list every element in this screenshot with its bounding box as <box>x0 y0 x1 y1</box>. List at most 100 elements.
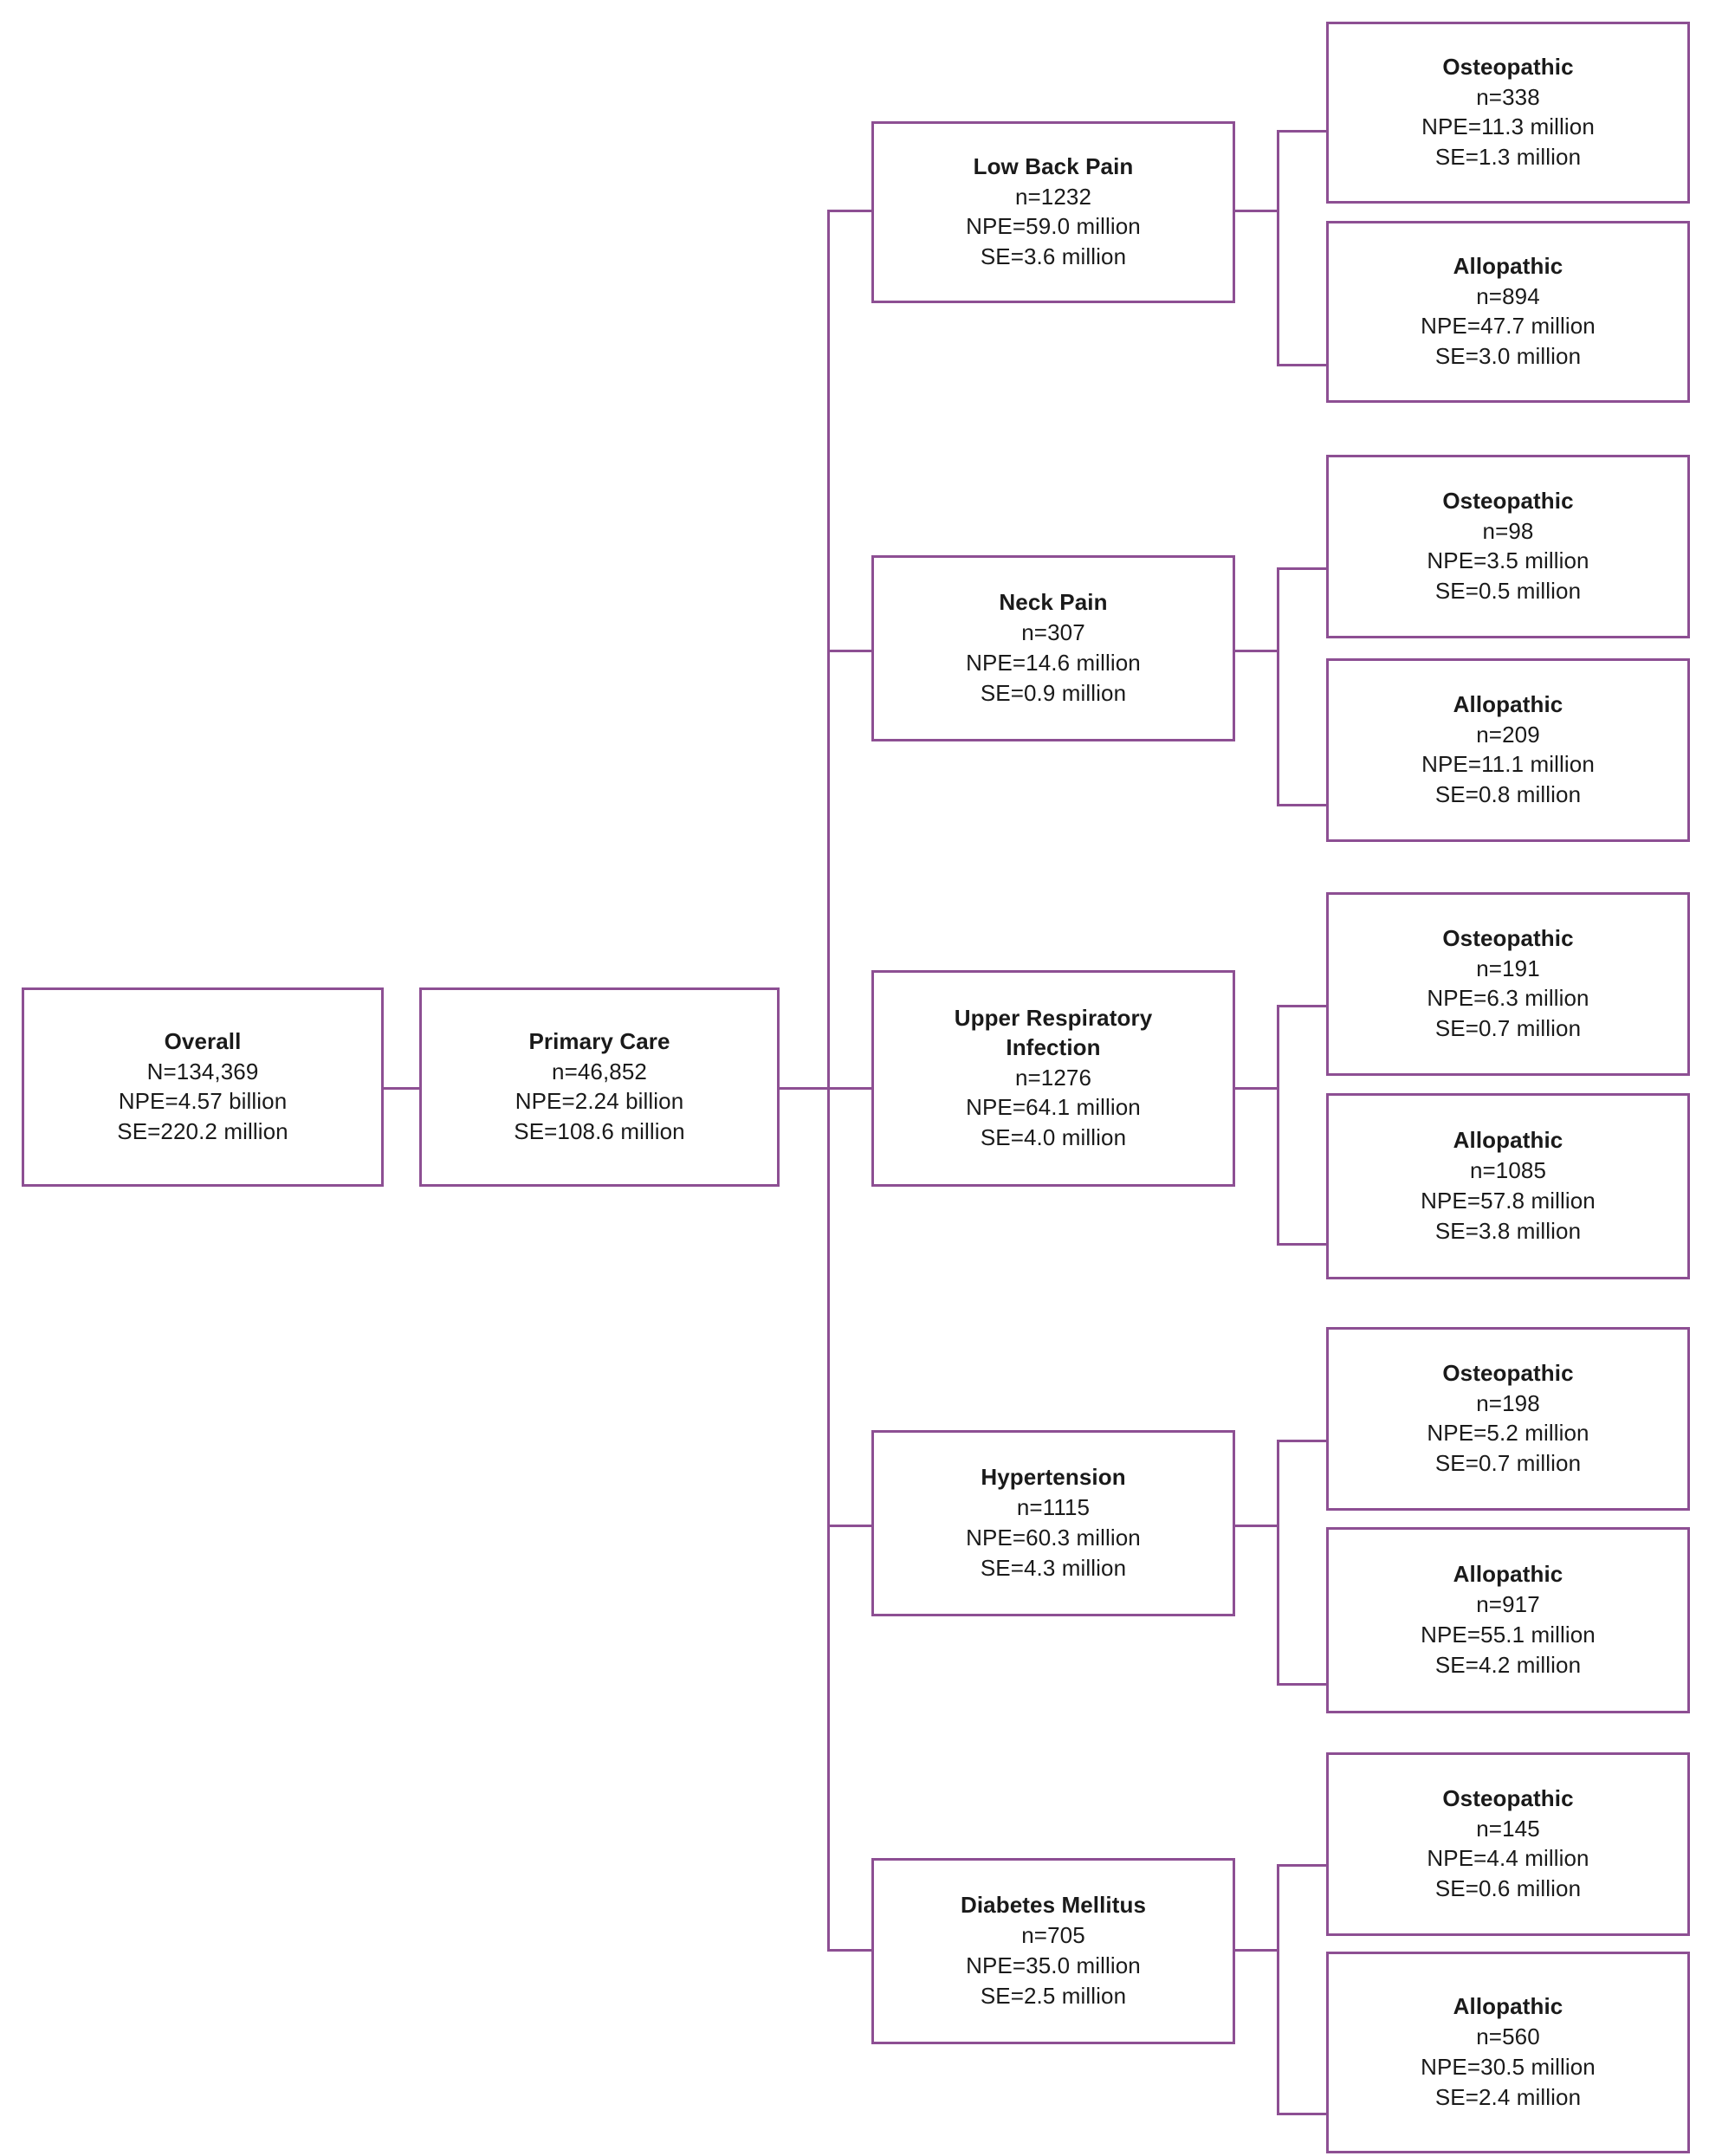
node-condition-3-allopathic-line3: SE=3.8 million <box>1434 1217 1582 1244</box>
node-condition-3-osteopathic-line3: SE=0.7 million <box>1434 1015 1582 1042</box>
connector-condition-4-to-allopathic <box>1277 1683 1327 1686</box>
node-condition-4-osteopathic-line2: NPE=5.2 million <box>1427 1420 1589 1447</box>
node-condition-3-line1: n=1276 <box>1014 1064 1092 1091</box>
connector-condition-2-out <box>1234 650 1279 652</box>
connector-trunk-to-condition-4 <box>827 1525 872 1527</box>
node-condition-4-title: Hypertension <box>981 1464 1126 1491</box>
node-primary-care[interactable]: Primary Care n=46,852 NPE=2.24 billion S… <box>419 987 780 1187</box>
node-condition-2-line3: SE=0.9 million <box>980 679 1127 706</box>
node-condition-3-allopathic-line1: n=1085 <box>1469 1157 1547 1184</box>
connector-trunk-vertical <box>827 210 830 1951</box>
node-condition-1-allopathic[interactable]: Allopathic n=894 NPE=47.7 million SE=3.0… <box>1326 221 1690 403</box>
node-condition-4-allopathic-line3: SE=4.2 million <box>1434 1651 1582 1678</box>
node-condition-4-allopathic-title: Allopathic <box>1453 1561 1563 1588</box>
node-condition-3-osteopathic-title: Osteopathic <box>1442 924 1574 951</box>
connector-trunk-to-condition-2 <box>827 650 872 652</box>
connector-trunk-to-condition-1 <box>827 210 872 212</box>
node-condition-1-line1: n=1232 <box>1014 183 1092 210</box>
node-condition-5-osteopathic[interactable]: Osteopathic n=145 NPE=4.4 million SE=0.6… <box>1326 1752 1690 1936</box>
node-condition-2-osteopathic-line3: SE=0.5 million <box>1434 578 1582 605</box>
node-condition-4-line2: NPE=60.3 million <box>966 1524 1141 1551</box>
node-condition-5-osteopathic-title: Osteopathic <box>1442 1784 1574 1811</box>
node-condition-1-allopathic-line2: NPE=47.7 million <box>1421 313 1596 340</box>
node-condition-5-osteopathic-line1: n=145 <box>1476 1815 1540 1842</box>
node-condition-4-allopathic[interactable]: Allopathic n=917 NPE=55.1 million SE=4.2… <box>1326 1527 1690 1713</box>
connector-condition-4-out <box>1234 1525 1279 1527</box>
node-condition-4-line1: n=1115 <box>1016 1494 1091 1521</box>
node-condition-5-title: Diabetes Mellitus <box>960 1892 1147 1919</box>
connector-condition-5-out <box>1234 1949 1279 1952</box>
node-condition-5-line1: n=705 <box>1021 1922 1085 1949</box>
node-condition-2-allopathic-line1: n=209 <box>1476 721 1540 748</box>
connector-condition-5-to-allopathic <box>1277 2113 1327 2115</box>
connector-condition-2-split <box>1277 567 1279 806</box>
node-condition-5-allopathic-line1: n=560 <box>1476 2023 1540 2050</box>
node-condition-1-line3: SE=3.6 million <box>980 243 1127 270</box>
connector-condition-5-to-osteopathic <box>1277 1864 1327 1867</box>
node-condition-5-line2: NPE=35.0 million <box>966 1952 1141 1978</box>
node-condition-1-title: Low Back Pain <box>973 152 1134 179</box>
node-primary-care-title: Primary Care <box>528 1027 670 1054</box>
node-condition-5-allopathic[interactable]: Allopathic n=560 NPE=30.5 million SE=2.4… <box>1326 1952 1690 2153</box>
node-primary-care-line3: SE=108.6 million <box>514 1118 685 1145</box>
node-condition-1-osteopathic-line1: n=338 <box>1476 83 1540 110</box>
node-condition-1-osteopathic-line3: SE=1.3 million <box>1434 144 1582 171</box>
connector-condition-1-split <box>1277 130 1279 366</box>
connector-condition-4-to-osteopathic <box>1277 1440 1327 1442</box>
node-condition-5-line3: SE=2.5 million <box>980 1982 1127 2009</box>
node-condition-2-line1: n=307 <box>1021 619 1085 646</box>
node-condition-1-line2: NPE=59.0 million <box>966 213 1141 240</box>
node-condition-1-osteopathic-title: Osteopathic <box>1442 53 1574 80</box>
node-condition-3-title: Upper Respiratory <box>954 1004 1153 1031</box>
node-condition-2-allopathic-title: Allopathic <box>1453 690 1563 717</box>
node-condition-5-allopathic-line3: SE=2.4 million <box>1434 2083 1582 2110</box>
connector-condition-4-split <box>1277 1440 1279 1686</box>
node-condition-2-title: Neck Pain <box>999 589 1108 616</box>
node-condition-4-osteopathic-line1: n=198 <box>1476 1389 1540 1416</box>
connector-condition-5-split <box>1277 1864 1279 2115</box>
node-condition-3-allopathic[interactable]: Allopathic n=1085 NPE=57.8 million SE=3.… <box>1326 1093 1690 1279</box>
connector-condition-3-to-allopathic <box>1277 1243 1327 1246</box>
node-condition-2-osteopathic-line1: n=98 <box>1482 517 1534 544</box>
node-condition-5-osteopathic-line3: SE=0.6 million <box>1434 1875 1582 1902</box>
node-condition-5-allopathic-title: Allopathic <box>1453 1993 1563 2020</box>
node-condition-3-allopathic-line2: NPE=57.8 million <box>1421 1187 1596 1214</box>
connector-condition-1-to-allopathic <box>1277 364 1327 366</box>
node-overall[interactable]: Overall N=134,369 NPE=4.57 billion SE=22… <box>22 987 384 1187</box>
connector-trunk-to-condition-3 <box>827 1087 872 1090</box>
node-condition-3-osteopathic-line2: NPE=6.3 million <box>1427 985 1589 1012</box>
node-overall-line1: N=134,369 <box>146 1058 259 1084</box>
node-condition-upper-respiratory-infection[interactable]: Upper Respiratory Infection n=1276 NPE=6… <box>871 970 1235 1187</box>
node-condition-2-line2: NPE=14.6 million <box>966 649 1141 676</box>
node-condition-2-osteopathic[interactable]: Osteopathic n=98 NPE=3.5 million SE=0.5 … <box>1326 455 1690 638</box>
node-condition-4-line3: SE=4.3 million <box>980 1554 1127 1581</box>
node-condition-4-osteopathic-line3: SE=0.7 million <box>1434 1450 1582 1477</box>
node-condition-1-osteopathic[interactable]: Osteopathic n=338 NPE=11.3 million SE=1.… <box>1326 22 1690 204</box>
node-overall-line2: NPE=4.57 billion <box>118 1088 288 1115</box>
node-condition-low-back-pain[interactable]: Low Back Pain n=1232 NPE=59.0 million SE… <box>871 121 1235 303</box>
node-overall-line3: SE=220.2 million <box>117 1118 288 1145</box>
node-primary-care-line2: NPE=2.24 billion <box>515 1088 684 1115</box>
connector-primary-care-to-trunk <box>777 1087 829 1090</box>
connector-condition-2-to-allopathic <box>1277 804 1327 806</box>
node-condition-2-allopathic[interactable]: Allopathic n=209 NPE=11.1 million SE=0.8… <box>1326 658 1690 842</box>
connector-trunk-to-condition-5 <box>827 1949 872 1952</box>
node-condition-3-title-2: Infection <box>1006 1033 1101 1060</box>
node-condition-4-osteopathic[interactable]: Osteopathic n=198 NPE=5.2 million SE=0.7… <box>1326 1327 1690 1511</box>
connector-overall-to-primary-care <box>381 1087 420 1090</box>
connector-condition-3-split <box>1277 1005 1279 1246</box>
node-overall-title: Overall <box>164 1027 242 1054</box>
node-condition-hypertension[interactable]: Hypertension n=1115 NPE=60.3 million SE=… <box>871 1430 1235 1616</box>
node-condition-5-osteopathic-line2: NPE=4.4 million <box>1427 1845 1589 1872</box>
node-condition-4-allopathic-line1: n=917 <box>1476 1591 1540 1618</box>
connector-condition-3-out <box>1234 1087 1279 1090</box>
node-condition-3-osteopathic[interactable]: Osteopathic n=191 NPE=6.3 million SE=0.7… <box>1326 892 1690 1076</box>
node-condition-3-osteopathic-line1: n=191 <box>1476 955 1540 981</box>
node-condition-5-allopathic-line2: NPE=30.5 million <box>1421 2053 1596 2080</box>
connector-condition-3-to-osteopathic <box>1277 1005 1327 1007</box>
node-condition-neck-pain[interactable]: Neck Pain n=307 NPE=14.6 million SE=0.9 … <box>871 555 1235 741</box>
node-condition-3-allopathic-title: Allopathic <box>1453 1127 1563 1154</box>
node-condition-diabetes-mellitus[interactable]: Diabetes Mellitus n=705 NPE=35.0 million… <box>871 1858 1235 2044</box>
connector-condition-1-to-osteopathic <box>1277 130 1327 133</box>
